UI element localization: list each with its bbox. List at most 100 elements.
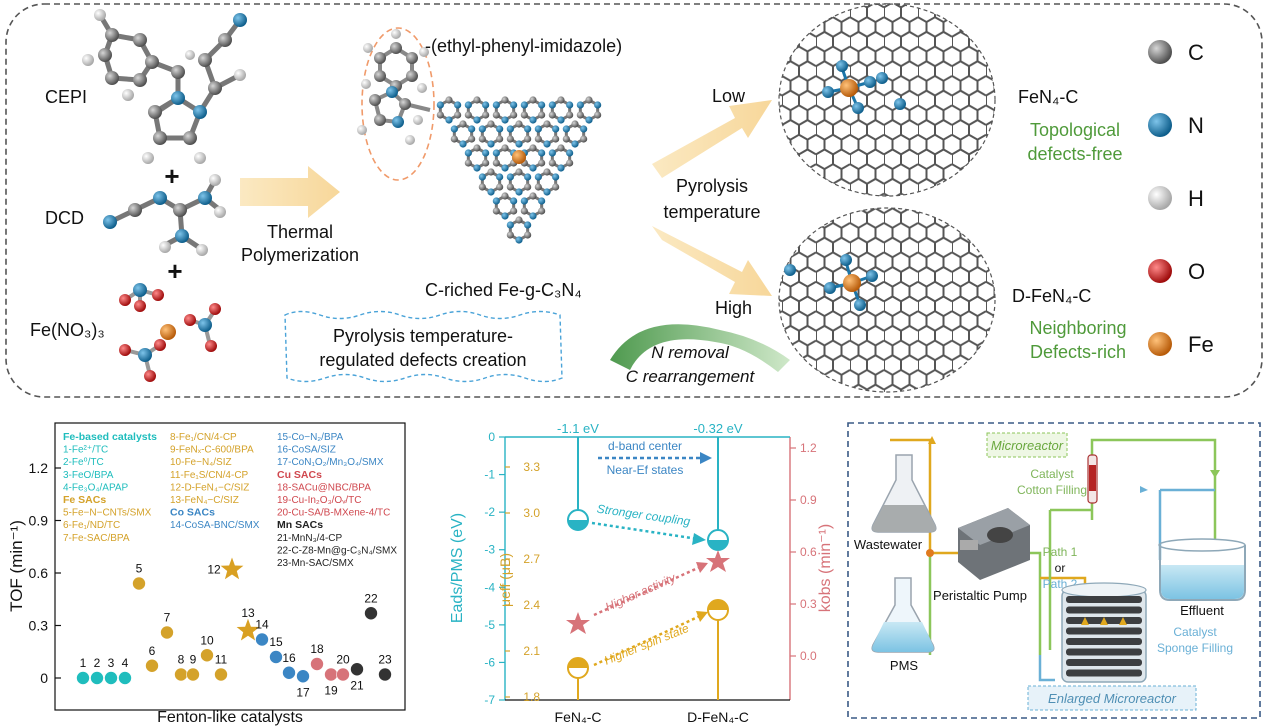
n-removal-arrow <box>610 324 790 372</box>
tof-legend-item: 13-FeN₄−C/SIZ <box>170 495 239 506</box>
eads-tick-label: -4 <box>484 580 495 594</box>
flow-arrow-up <box>1100 617 1108 625</box>
mueff-tick-label: 3.3 <box>523 460 540 474</box>
tof-point-17 <box>296 669 310 684</box>
tof-point-label-6: 6 <box>149 644 156 658</box>
activity-arrow-head <box>696 562 708 573</box>
legend-label-n: N <box>1188 113 1204 138</box>
pms-label: PMS <box>890 658 919 673</box>
tof-ytick-label: 1.2 <box>29 460 49 476</box>
high-label: High <box>715 298 752 318</box>
ethyl-label: -(ethyl-phenyl-imidazole) <box>425 36 622 56</box>
legend-label-c: C <box>1188 40 1204 65</box>
mueff-tick-label: 2.4 <box>523 598 540 612</box>
tof-legend-item: 18-SACu@NBC/BPA <box>277 482 371 493</box>
n-removal-label: N removal <box>651 343 730 362</box>
tof-point-label-1: 1 <box>80 656 87 670</box>
c-riched-label: C-riched Fe-g-C₃N₄ <box>425 280 582 300</box>
tof-y-axis: 00.30.60.91.2 <box>29 460 61 686</box>
tof-point-11 <box>214 667 228 682</box>
tof-point-label-16: 16 <box>282 651 296 665</box>
tof-point-1 <box>76 671 90 685</box>
sponge-layer <box>1066 648 1142 656</box>
tof-ylabel: TOF (min⁻¹) <box>7 520 26 612</box>
tof-point-14 <box>255 632 269 647</box>
mueff-tick-label: 2.7 <box>523 552 540 566</box>
tof-legend-item: 3-FeO/BPA <box>63 470 114 481</box>
tof-legend-item: 12-D-FeN₄−C/SIZ <box>170 482 249 493</box>
tof-point-20 <box>336 667 350 682</box>
flow-arrow-up <box>1081 617 1089 625</box>
eads-tick-label: -6 <box>484 655 495 669</box>
tof-point-label-20: 20 <box>336 653 350 667</box>
tof-legend-heading: Cu SACs <box>277 469 322 481</box>
sponge-layer <box>1066 669 1142 677</box>
tof-legend-item: 5-Fe−N−CNTs/SMX <box>63 508 152 519</box>
peristaltic-pump <box>958 508 1030 580</box>
eads-markers <box>567 509 729 551</box>
low-label: Low <box>712 86 746 106</box>
legend-label-fe: Fe <box>1188 332 1214 357</box>
pump-label: Peristaltic Pump <box>933 588 1027 603</box>
tof-ytick-label: 0.9 <box>29 513 49 529</box>
kobs-tick-label: 1.2 <box>800 441 817 455</box>
tof-point-label-10: 10 <box>200 633 214 647</box>
c-rearrangement-label: C rearrangement <box>626 367 756 386</box>
sponge-layer <box>1066 606 1142 614</box>
x-label-fen4c: FeN₄-C <box>555 709 602 725</box>
eads-axis-label: Eads/PMS (eV) <box>449 513 466 623</box>
flow-arrow-up <box>1119 617 1127 625</box>
mueff-tick-label: 2.1 <box>523 644 540 658</box>
tof-legend-item: 16-CoSA/SIZ <box>277 445 336 456</box>
temperature-label: temperature <box>663 202 760 222</box>
tof-legend-item: 14-CoSA-BNC/SMX <box>170 520 260 531</box>
fe-atom-center <box>512 150 526 164</box>
pipe-arrow-4 <box>1210 470 1220 478</box>
tof-point-label-8: 8 <box>178 653 185 667</box>
catalyst-cotton-label-2: Cotton Filling <box>1017 483 1087 497</box>
enlarged-label: Enlarged Microreactor <box>1048 691 1177 706</box>
eads-tick-label: -7 <box>484 693 495 707</box>
tof-point-label-4: 4 <box>122 656 129 670</box>
tof-legend-item: 20-Cu-SA/B-MXene-4/TC <box>277 508 390 519</box>
g-c3n4-sheet <box>436 96 602 244</box>
effluent-beaker <box>1158 538 1246 601</box>
fen4c-lattice <box>778 3 996 197</box>
tof-point-23 <box>378 667 392 682</box>
pyrolysis-label: Pyrolysis <box>676 176 748 196</box>
tof-point-16 <box>282 665 296 680</box>
dcd-molecule <box>103 174 226 256</box>
neighboring-label: Neighboring <box>1029 318 1126 338</box>
mueff-markers <box>567 599 729 679</box>
pyrolysis-box-line1: Pyrolysis temperature- <box>333 326 513 346</box>
legend-atom-n <box>1148 113 1172 137</box>
eads-tick-label: -1 <box>484 468 495 482</box>
fen4c-title: FeN₄-C <box>1018 87 1078 107</box>
plus-sign-1: + <box>164 161 179 191</box>
tof-legend-item: 8-Fe₁/CN/4-CP <box>170 432 237 443</box>
higher-activity-label: Higher activity <box>603 570 678 614</box>
tof-point-15 <box>269 650 283 664</box>
tof-legend-item: 7-Fe-SAC/BPA <box>63 533 130 544</box>
tof-point-label-15: 15 <box>269 635 283 649</box>
tof-legend-item: 22-C-Z8-Mn@g-C₃N₄/SMX <box>277 545 397 556</box>
low-temp-arrow <box>652 100 772 178</box>
tof-point-label-22: 22 <box>364 591 378 605</box>
effluent-label: Effluent <box>1180 603 1224 618</box>
tof-legend-heading: Fe SACs <box>63 494 106 506</box>
tof-legend-item: 6-Fe₁/ND/TC <box>63 520 120 531</box>
pyrolysis-box-line2: regulated defects creation <box>319 350 526 370</box>
polymerization-label: Polymerization <box>241 245 359 265</box>
tof-legend-item: 17-CoN₁O₂/Mn₃O₄/SMX <box>277 457 384 468</box>
cepi-molecule <box>82 9 247 164</box>
ethyl-group-highlight <box>361 27 435 181</box>
tof-point-label-17: 17 <box>296 685 310 699</box>
x-label-dfen4c: D-FeN₄-C <box>687 709 749 725</box>
fe-nitrate-molecule <box>119 283 221 382</box>
coupling-arrow-head <box>692 533 706 545</box>
tof-ytick-label: 0 <box>40 670 48 686</box>
ethyl-phenyl-group <box>357 29 431 145</box>
tof-point-21 <box>350 662 364 677</box>
legend-atom-fe <box>1148 332 1172 356</box>
